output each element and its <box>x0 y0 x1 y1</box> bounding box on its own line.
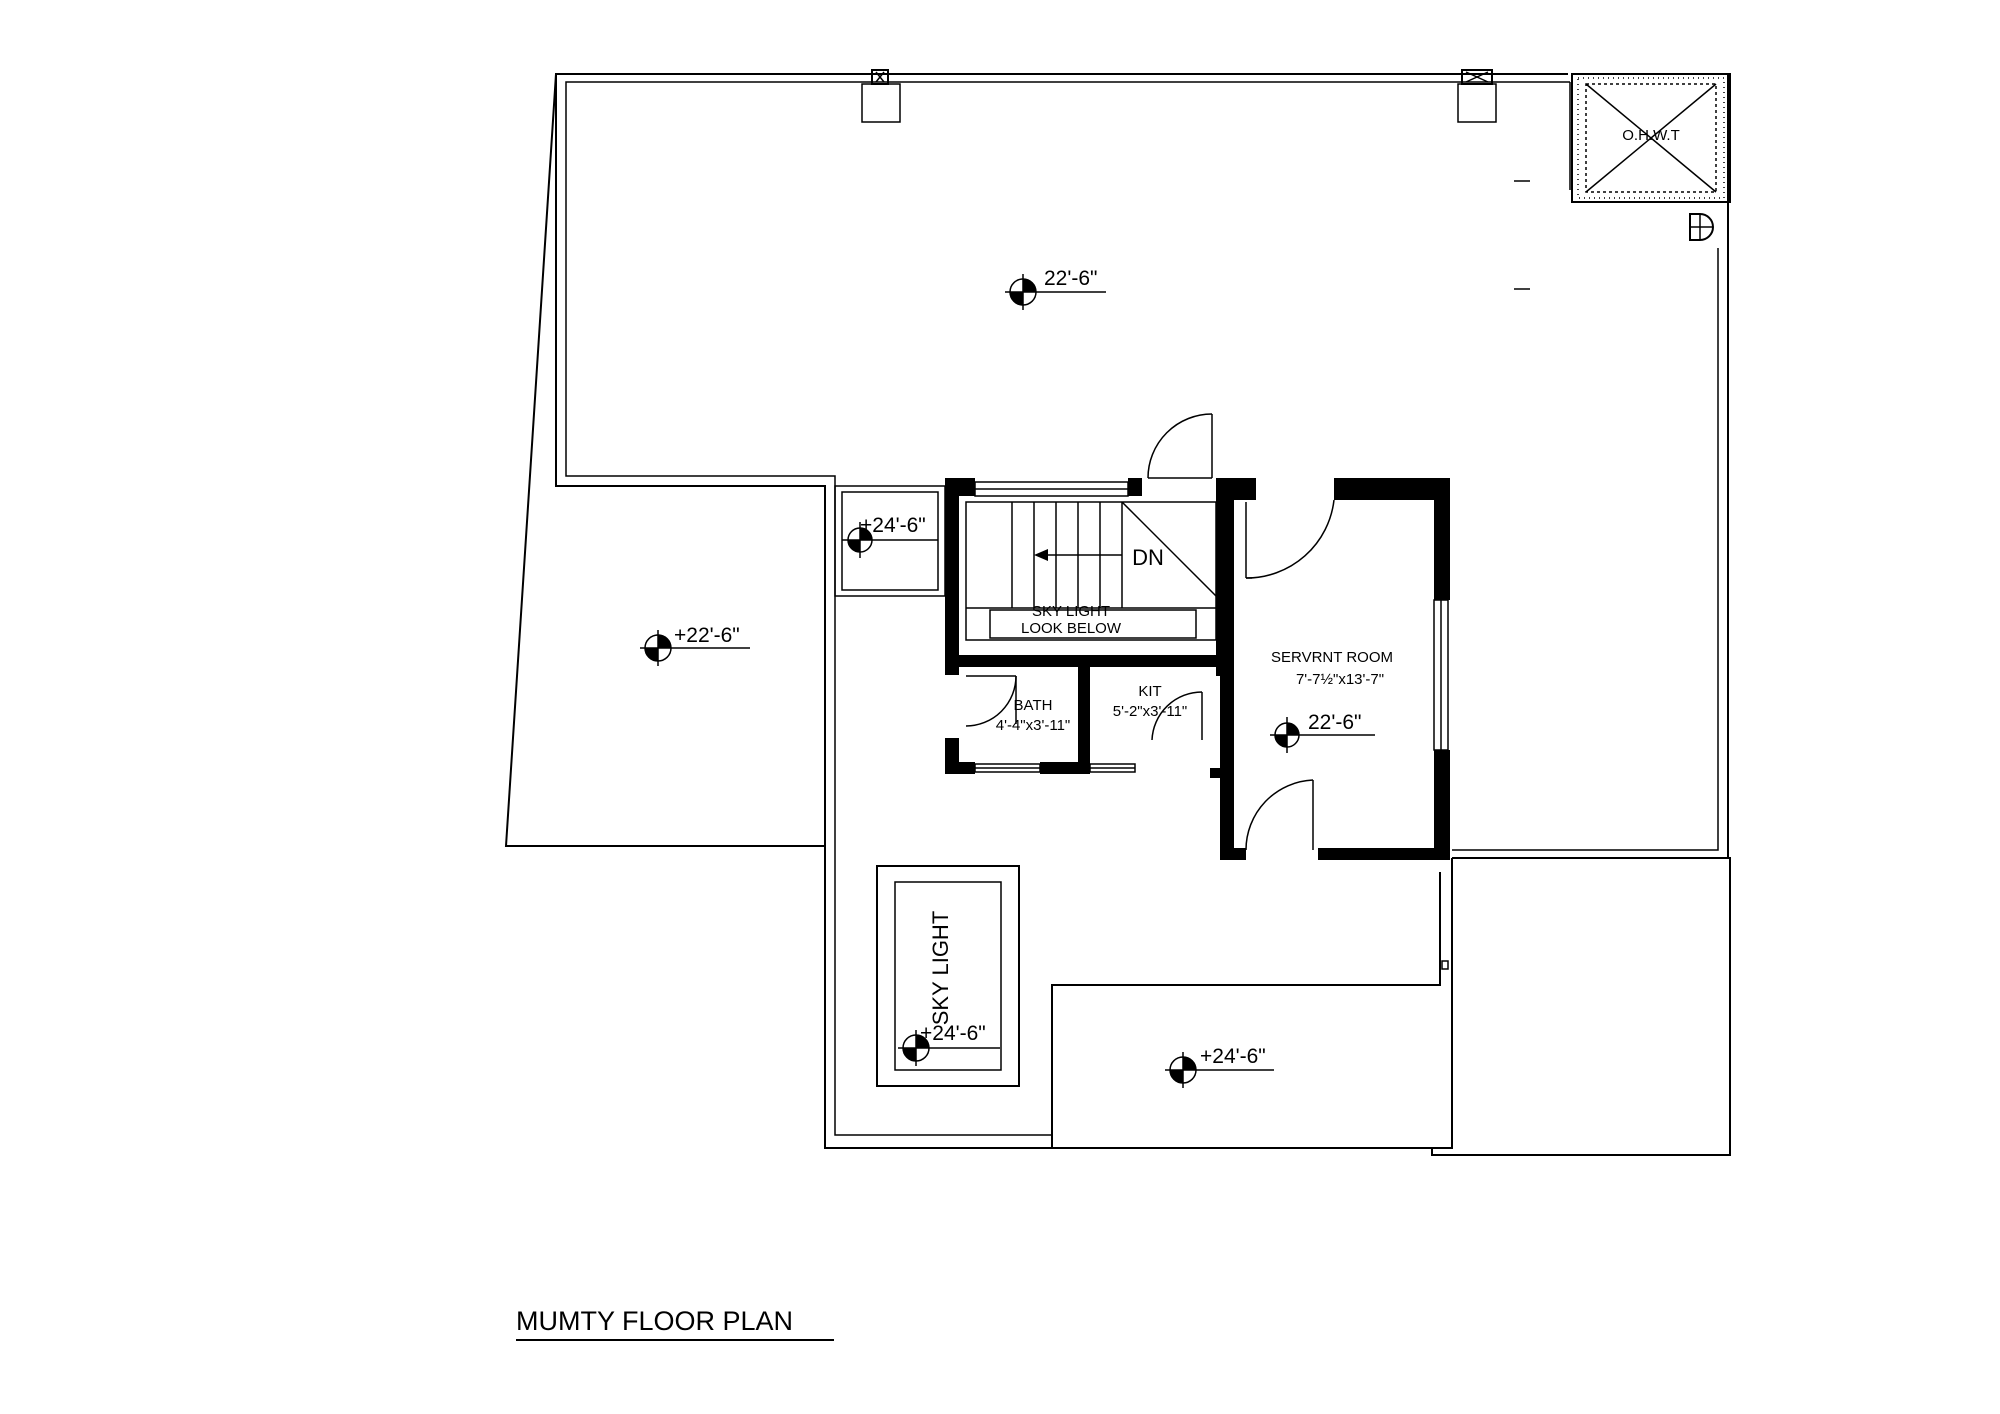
servant-room-label: SERVRNT ROOM <box>1271 649 1393 666</box>
level-skylight-value: +24'-6" <box>920 1022 986 1045</box>
stair-skylight-label-2: LOOK BELOW <box>1021 620 1122 637</box>
stair-skylight-label-1: SKY LIGHT <box>1032 603 1110 620</box>
drawing-title: MUMTY FLOOR PLAN <box>516 1306 834 1341</box>
stair-door <box>1147 413 1213 479</box>
level-marker-servant: 22'-6" <box>1270 711 1375 753</box>
drawing-title-text: MUMTY FLOOR PLAN <box>516 1306 793 1336</box>
bath-kitchen-block: BATH 4'-4"x3'-11" KIT 5'-2"x3'-11" <box>945 664 1203 774</box>
column-stubs <box>861 69 1497 123</box>
level-marker-skylight: +24'-6" <box>898 1022 1000 1066</box>
tank-access-icon <box>1689 213 1714 241</box>
kitchen-size: 5'-2"x3'-11" <box>1113 703 1187 720</box>
bath-label: BATH <box>1014 697 1053 714</box>
level-bottom-value: +24'-6" <box>1200 1045 1266 1068</box>
tank-label: O.H.W.T <box>1622 127 1680 144</box>
level-servant-value: 22'-6" <box>1308 711 1362 734</box>
level-left-value: +22'-6" <box>674 624 740 647</box>
bath-size: 4'-4"x3'-11" <box>996 717 1070 734</box>
top-terrace-outline <box>555 73 1729 858</box>
level-small-box-value: +24'-6" <box>860 514 926 537</box>
kitchen-label: KIT <box>1138 683 1161 700</box>
servant-room: SERVRNT ROOM 7'-7½"x13'-7" <box>1210 478 1450 860</box>
bottom-slab <box>1051 872 1441 1148</box>
level-top-value: 22'-6" <box>1044 267 1098 290</box>
left-terrace-outline <box>504 73 825 847</box>
level-marker-left: +22'-6" <box>640 624 750 666</box>
water-tank: O.H.W.T <box>1571 73 1731 203</box>
stair-down-label: DN <box>1132 545 1164 570</box>
skylight-label: SKY LIGHT <box>928 911 953 1026</box>
outer-terrace-outline <box>824 855 1731 1156</box>
skylight: SKY LIGHT <box>876 865 1020 1087</box>
level-marker-top: 22'-6" <box>1005 267 1106 310</box>
staircase: DN SKY LIGHT LOOK BELOW <box>945 478 1232 676</box>
servant-room-size: 7'-7½"x13'-7" <box>1296 671 1384 688</box>
level-marker-bottom: +24'-6" <box>1165 1045 1274 1088</box>
level-marker-small-box: +24'-6" <box>847 514 926 558</box>
